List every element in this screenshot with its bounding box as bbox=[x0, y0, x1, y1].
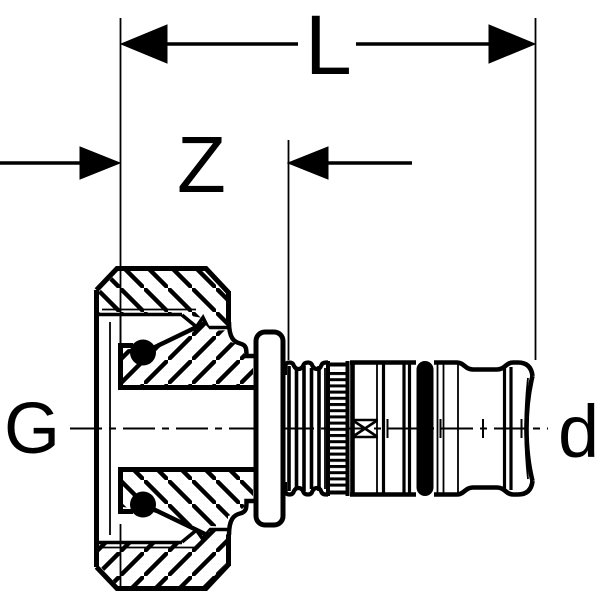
label-G-thread: G bbox=[4, 389, 60, 469]
knurl-ring bbox=[326, 361, 350, 496]
pipe-end bbox=[434, 360, 535, 497]
nut-thread-edge-top bbox=[98, 312, 229, 331]
arrowhead-z-right-icon bbox=[286, 146, 329, 180]
arrowhead-z-left-icon bbox=[79, 146, 122, 180]
centerline bbox=[70, 419, 548, 438]
dimension-Z: Z bbox=[0, 120, 412, 360]
crimp-indicator-mark bbox=[352, 418, 378, 439]
pipe-end-lines bbox=[436, 364, 459, 493]
nut-top-profile bbox=[94, 266, 231, 295]
arrowhead-right-icon bbox=[488, 24, 537, 64]
pipe-end-bead-edges bbox=[502, 367, 513, 490]
body-neck-profile-bottom bbox=[226, 498, 256, 536]
ribbed-section bbox=[282, 360, 328, 497]
knurl-edges bbox=[326, 361, 350, 496]
label-d-diameter: d bbox=[558, 390, 599, 473]
o-ring-seal-top bbox=[130, 339, 156, 366]
nut-bottom-profile bbox=[94, 562, 231, 591]
dimension-label-Z: Z bbox=[177, 120, 226, 209]
dimension-label-L: L bbox=[305, 0, 352, 92]
dimension-L: L bbox=[119, 0, 537, 360]
knurl-teeth bbox=[330, 369, 346, 488]
sleeve-outline-top-bottom bbox=[350, 360, 416, 497]
pipe-end-tip-inner-line bbox=[524, 377, 529, 480]
body-neck-profile-top bbox=[226, 321, 256, 359]
pipe-end-tip-edge bbox=[524, 375, 535, 482]
pipe-end-bottom-outline bbox=[434, 480, 535, 497]
press-sleeve bbox=[350, 360, 416, 497]
pipe-end-top-outline bbox=[434, 360, 535, 377]
insert-section-hatch-bottom bbox=[123, 471, 253, 533]
sleeve-groove-edges bbox=[402, 363, 412, 494]
knurl-caps bbox=[326, 362, 349, 495]
o-ring-seal-bottom bbox=[130, 491, 156, 518]
thread-minor-line bbox=[102, 308, 196, 549]
seal-seat-cone-line bbox=[150, 320, 207, 537]
nut-thread-edge-bottom bbox=[98, 526, 229, 545]
fitting-body-insert bbox=[118, 320, 256, 537]
o-ring-band bbox=[416, 361, 434, 496]
collar-flange bbox=[253, 329, 286, 528]
union-nut bbox=[94, 266, 231, 591]
bore-edge-lines bbox=[118, 385, 256, 472]
insert-section-hatch-top bbox=[123, 324, 253, 386]
arrowhead-left-icon bbox=[119, 24, 168, 64]
rib-lines bbox=[287, 366, 321, 491]
